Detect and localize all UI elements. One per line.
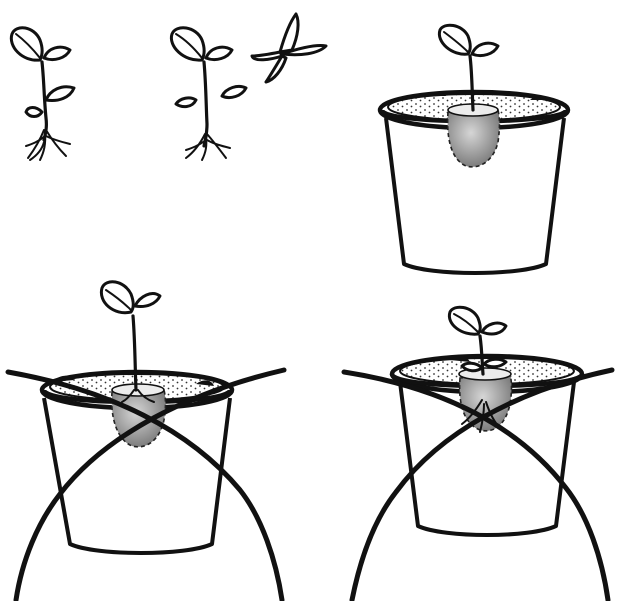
pruning-shears-icon (252, 14, 326, 82)
step-1-seedling (11, 28, 74, 160)
cut-leaf (222, 86, 246, 97)
seedling-pruned-icon (171, 28, 246, 160)
step-5-supported-pot-growth (344, 307, 612, 600)
step-4-supported-pot (8, 282, 284, 600)
step-2-pruning (171, 14, 326, 160)
plant-pot-icon (380, 25, 568, 273)
seedling-icon (11, 28, 74, 160)
plant-pot-icon (42, 282, 232, 553)
cut-leaf (176, 98, 196, 107)
step-3-planted-pot (380, 25, 568, 273)
